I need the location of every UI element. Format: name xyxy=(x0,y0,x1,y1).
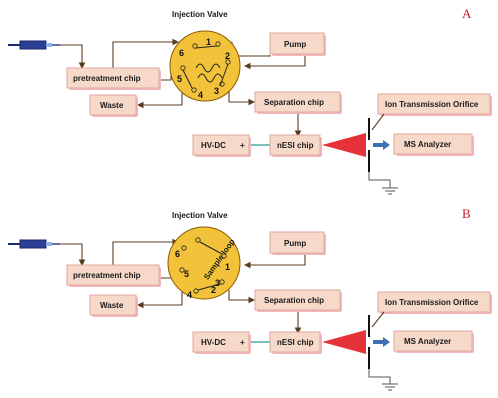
nesi-chip-box: nESI chip xyxy=(269,331,322,354)
hv-dc-box: HV-DC + xyxy=(192,331,251,354)
port-2: 2 xyxy=(211,285,216,295)
port-6: 6 xyxy=(179,48,184,58)
svg-text:MS Analyzer: MS Analyzer xyxy=(404,337,451,346)
svg-text:+: + xyxy=(240,141,245,150)
nesi-chip-box: nESI chip xyxy=(269,134,322,157)
ms-analyzer-box: MS Analyzer xyxy=(393,330,474,353)
port-4: 4 xyxy=(198,90,203,100)
pump-box: Pump xyxy=(269,32,326,56)
port-5: 5 xyxy=(177,74,182,84)
waste-box: Waste xyxy=(89,94,138,117)
separation-chip-box: Separation chip xyxy=(254,91,342,114)
arrow-right-icon xyxy=(373,140,390,150)
port-5: 5 xyxy=(184,269,189,279)
spray-cone-icon xyxy=(322,133,366,157)
svg-text:Waste: Waste xyxy=(100,301,124,310)
valve-title: Injection Valve xyxy=(172,10,228,19)
valve-title: Injection Valve xyxy=(172,211,228,220)
injection-valve: Sample loop 1 2 3 4 5 6 xyxy=(167,226,241,300)
svg-text:Pump: Pump xyxy=(284,239,306,248)
hv-dc-box: HV-DC + xyxy=(192,134,251,157)
ion-transmission-orifice-box: Ion Transmission Orifice xyxy=(377,291,492,314)
port-2: 2 xyxy=(225,51,230,61)
svg-text:HV-DC: HV-DC xyxy=(201,141,226,150)
svg-text:Ion Transmission Orifice: Ion Transmission Orifice xyxy=(385,298,479,307)
spray-cone-icon xyxy=(322,330,366,354)
orifice-plate xyxy=(368,118,398,195)
svg-text:Ion Transmission Orifice: Ion Transmission Orifice xyxy=(385,100,479,109)
panel-letter: B xyxy=(462,206,471,221)
port-6: 6 xyxy=(175,249,180,259)
svg-text:Separation chip: Separation chip xyxy=(264,98,324,107)
arrow-right-icon xyxy=(373,337,390,347)
separation-chip-box: Separation chip xyxy=(254,289,342,312)
syringe-icon xyxy=(8,40,60,50)
pretreatment-chip-box: pretreatment chip xyxy=(66,264,161,287)
svg-text:nESI chip: nESI chip xyxy=(277,141,314,150)
port-4: 4 xyxy=(187,290,192,300)
panel-a: A Injection Valve 1 xyxy=(8,6,492,195)
svg-text:HV-DC: HV-DC xyxy=(201,338,226,347)
svg-text:MS Analyzer: MS Analyzer xyxy=(404,140,451,149)
port-3: 3 xyxy=(215,278,220,288)
panel-b: B Injection Valve Sample loop 1 2 xyxy=(8,206,492,391)
svg-text:nESI chip: nESI chip xyxy=(277,338,314,347)
pretreatment-chip-box: pretreatment chip xyxy=(66,67,161,90)
pump-box: Pump xyxy=(269,231,326,255)
waste-box: Waste xyxy=(89,294,138,317)
injection-valve: 1 2 3 4 5 6 xyxy=(169,30,241,102)
svg-text:Waste: Waste xyxy=(100,101,124,110)
svg-text:pretreatment chip: pretreatment chip xyxy=(73,271,141,280)
ion-transmission-orifice-box: Ion Transmission Orifice xyxy=(377,93,492,116)
svg-text:pretreatment chip: pretreatment chip xyxy=(73,74,141,83)
port-1: 1 xyxy=(225,262,230,272)
panel-letter: A xyxy=(462,6,472,21)
svg-text:+: + xyxy=(240,338,245,347)
orifice-plate xyxy=(368,315,398,391)
syringe-icon xyxy=(8,239,60,249)
svg-text:Pump: Pump xyxy=(284,40,306,49)
port-3: 3 xyxy=(214,86,219,96)
ms-analyzer-box: MS Analyzer xyxy=(393,133,474,156)
port-1: 1 xyxy=(206,37,211,47)
svg-text:Separation chip: Separation chip xyxy=(264,296,324,305)
